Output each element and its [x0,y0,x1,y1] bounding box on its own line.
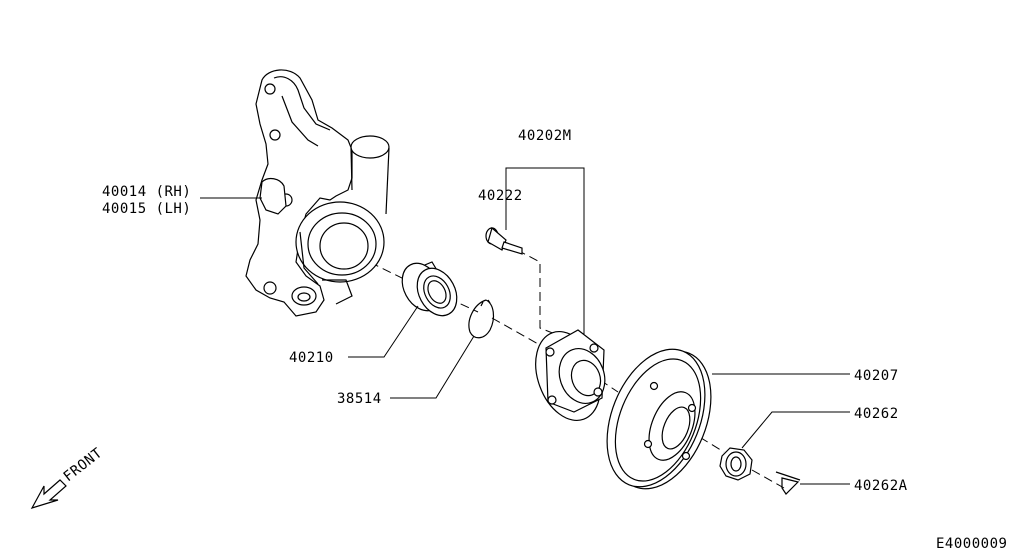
label-front: FRONT [61,445,106,485]
snap-ring [468,299,495,339]
label-knuckle-lh: 40015 (LH) [102,201,191,217]
hub-bolt [485,226,523,255]
brake-rotor [606,348,712,490]
label-cotter-pin: 40262A [854,478,908,494]
wheel-bearing [401,261,458,317]
label-bearing: 40210 [289,350,334,366]
diagram-code: E4000009 [936,536,1007,552]
hub-nut [719,447,753,481]
front-direction-arrow-icon [30,479,67,510]
label-snap-ring: 38514 [337,391,382,407]
label-rotor: 40207 [854,368,899,384]
wheel-hub [535,329,606,422]
label-knuckle-rh: 40014 (RH) [102,184,191,200]
cotter-pin [775,471,801,495]
steering-knuckle [245,69,390,317]
label-hub-bolt: 40222 [478,188,523,204]
label-nut: 40262 [854,406,899,422]
label-hub-assembly: 40202M [518,128,572,144]
leader-lines [200,167,850,485]
